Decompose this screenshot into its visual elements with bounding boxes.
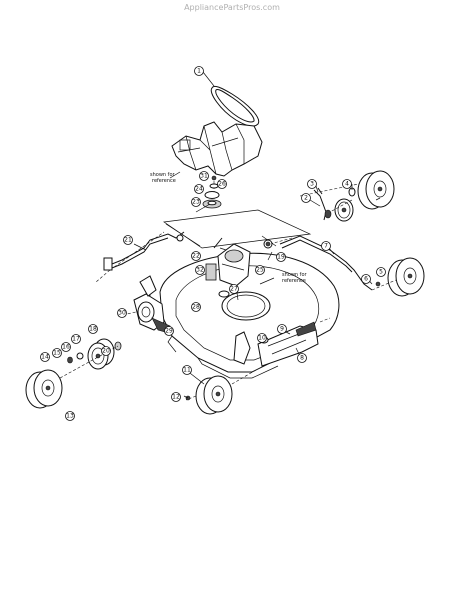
callout-20: 20 (101, 346, 111, 356)
svg-text:1: 1 (197, 68, 201, 75)
callout-4: 4 (342, 179, 352, 189)
callout-17: 17 (71, 334, 81, 344)
callout-31: 31 (199, 171, 209, 181)
callout-21: 21 (123, 235, 133, 245)
svg-text:12: 12 (172, 394, 180, 401)
rear-axle-rod (103, 231, 185, 271)
svg-text:13: 13 (66, 413, 74, 420)
callout-29: 29 (164, 326, 174, 336)
chute-housing (171, 121, 263, 177)
svg-text:14: 14 (41, 354, 49, 361)
left-rear-wheel (25, 338, 122, 409)
callout-23: 23 (191, 197, 201, 207)
callout-9: 9 (277, 324, 287, 334)
front-axle-rod (261, 235, 373, 291)
callout-10: 10 (257, 333, 267, 343)
svg-text:26: 26 (218, 181, 226, 188)
right-front-wheel (371, 257, 425, 297)
callout-26: 26 (217, 179, 227, 189)
callout-24: 24 (194, 184, 204, 194)
callout-22: 22 (191, 251, 201, 261)
callout-32: 32 (195, 265, 205, 275)
svg-text:4: 4 (345, 181, 349, 188)
svg-text:2: 2 (304, 195, 308, 202)
callout-7: 7 (321, 241, 331, 251)
svg-text:17: 17 (72, 336, 80, 343)
svg-text:21: 21 (124, 237, 132, 244)
note-right-line2: reference (282, 278, 306, 284)
mower-deck (159, 252, 340, 379)
svg-text:32: 32 (196, 267, 204, 274)
svg-text:8: 8 (300, 355, 304, 362)
callout-8: 8 (297, 353, 307, 363)
svg-text:29: 29 (165, 328, 173, 335)
svg-text:27: 27 (230, 286, 238, 293)
note-right: shown for reference (259, 272, 308, 285)
callout-13: 13 (65, 411, 75, 421)
callouts: 1 2 3 4 5 6 7 8 9 10 11 12 13 14 15 16 1… (40, 66, 386, 421)
callout-11: 11 (182, 365, 192, 375)
svg-text:22: 22 (192, 253, 200, 260)
note-left-line1: shown for (150, 172, 176, 178)
callout-1: 1 (194, 66, 204, 76)
callout-25: 25 (255, 265, 265, 275)
callout-2: 2 (301, 193, 311, 203)
front-height-adjuster (233, 317, 331, 367)
callout-6: 6 (361, 274, 371, 284)
svg-text:30: 30 (118, 310, 126, 317)
callout-14: 14 (40, 352, 50, 362)
callout-15: 15 (52, 348, 62, 358)
note-left: shown for reference (150, 171, 181, 184)
callout-3: 3 (307, 179, 317, 189)
svg-text:28: 28 (192, 304, 200, 311)
svg-text:3: 3 (310, 181, 314, 188)
note-right-line1: shown for (282, 272, 308, 278)
svg-text:20: 20 (102, 348, 110, 355)
svg-text:11: 11 (183, 367, 191, 374)
svg-text:9: 9 (280, 326, 284, 333)
drive-control-assembly (205, 237, 251, 301)
svg-text:6: 6 (364, 276, 368, 283)
svg-text:18: 18 (89, 326, 97, 333)
svg-text:24: 24 (195, 186, 203, 193)
svg-text:5: 5 (379, 269, 383, 276)
svg-text:19: 19 (277, 254, 285, 261)
callout-16: 16 (61, 342, 71, 352)
callout-28: 28 (191, 302, 201, 312)
svg-text:25: 25 (256, 267, 264, 274)
svg-text:16: 16 (62, 344, 70, 351)
drive-belt (210, 85, 260, 127)
callout-18: 18 (88, 324, 98, 334)
callout-19: 19 (276, 252, 286, 262)
callout-27: 27 (229, 284, 239, 294)
watermark: AppliancePartsPros.com (184, 3, 280, 12)
callout-30: 30 (117, 308, 127, 318)
callout-5: 5 (376, 267, 386, 277)
svg-text:15: 15 (53, 350, 61, 357)
note-left-line2: reference (152, 178, 176, 184)
svg-text:10: 10 (258, 335, 266, 342)
right-rear-wheel (313, 170, 395, 222)
engine-pulley-stack (202, 175, 222, 209)
callout-12: 12 (171, 392, 181, 402)
svg-text:23: 23 (192, 199, 200, 206)
svg-text:31: 31 (200, 173, 208, 180)
svg-text:7: 7 (324, 243, 328, 250)
front-left-wheel (185, 369, 257, 415)
